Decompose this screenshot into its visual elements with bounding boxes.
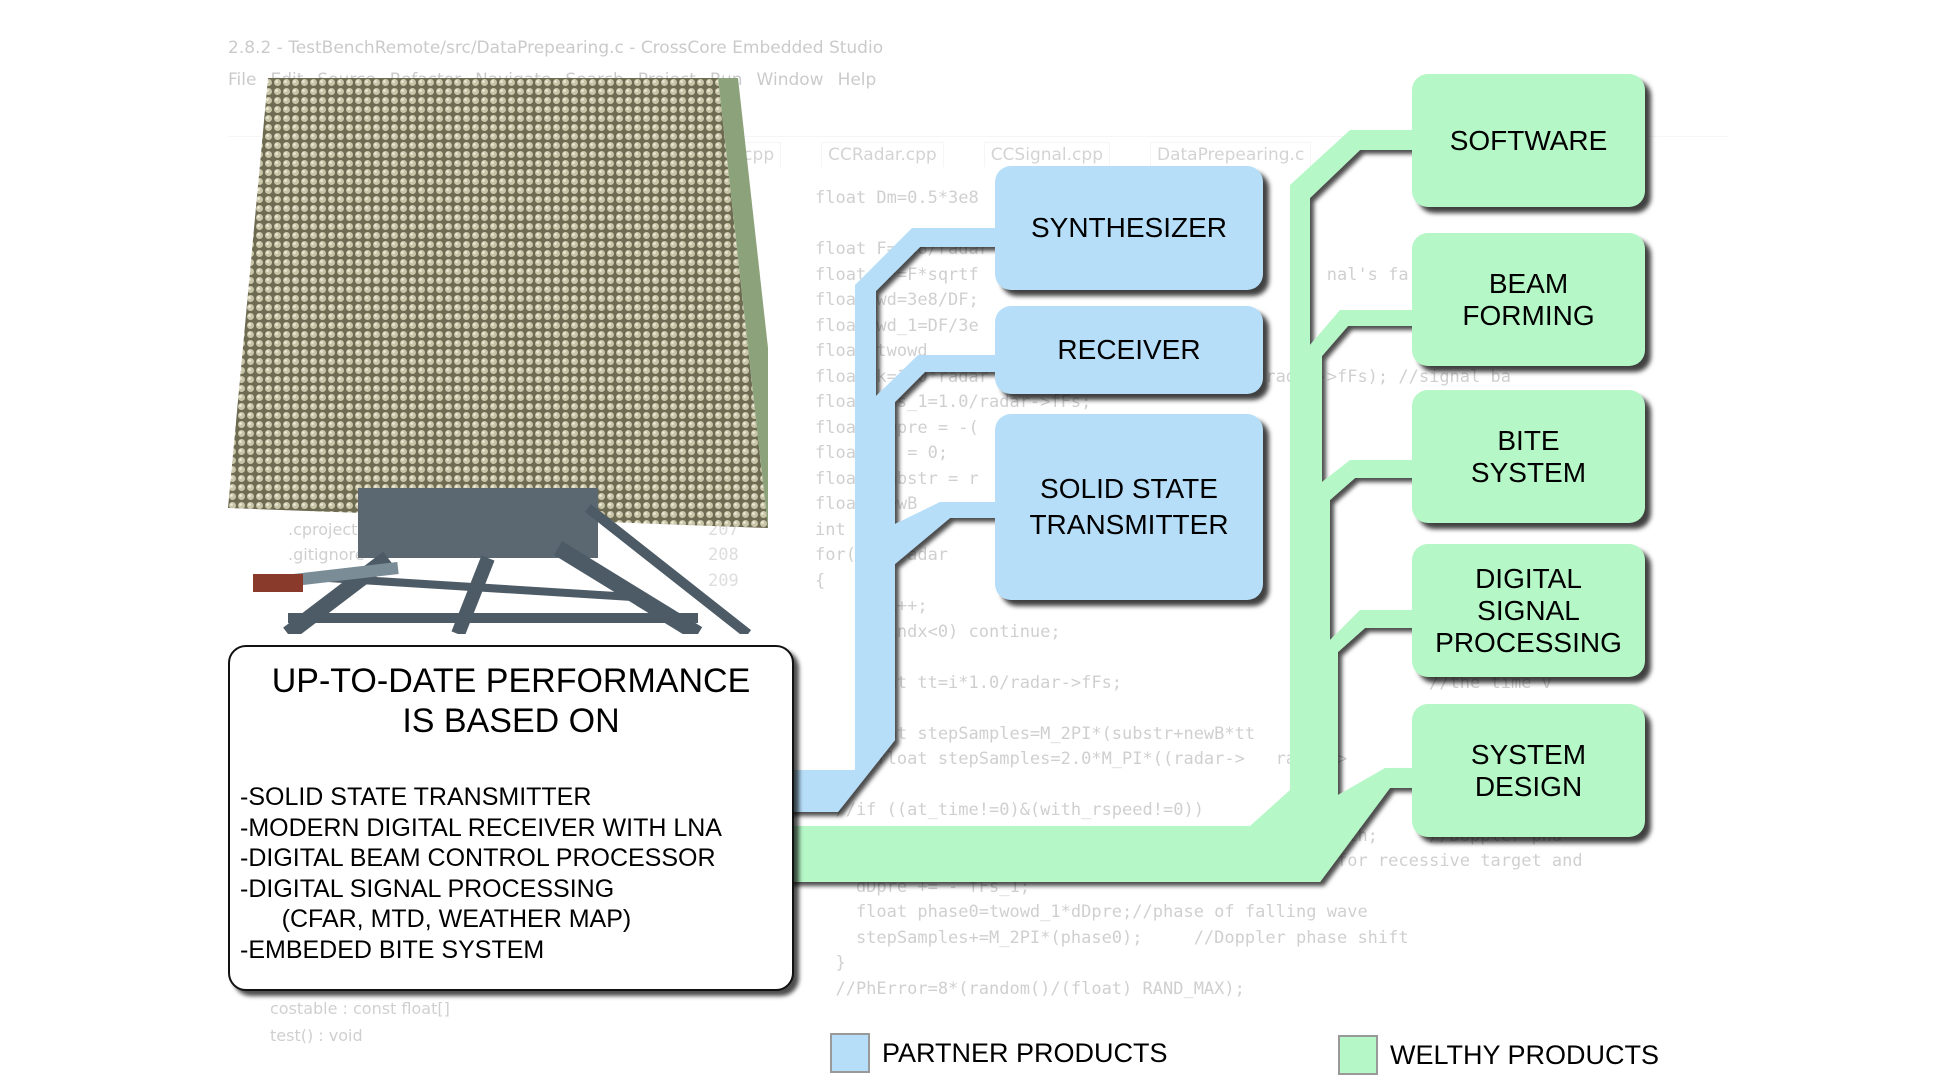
ide-menu-item: Help — [837, 70, 877, 90]
welthy-box-label: SYSTEM DESIGN — [1470, 738, 1587, 802]
welthy-box-system-design[interactable]: SYSTEM DESIGN — [1412, 704, 1645, 837]
ide-outline: costable : const float[] test() : void — [270, 995, 450, 1049]
ide-editor-tab: CCSignal.cpp — [983, 142, 1110, 167]
radar-antenna-photo — [228, 78, 768, 634]
ide-toolbar — [228, 100, 1728, 137]
ide-menu-item: File — [228, 70, 257, 90]
ide-code-line: float twowd — [815, 339, 1583, 365]
ide-line-number: 208 — [708, 545, 739, 565]
ide-code-line: stepSamples+=M_2PI*(phase0); //Doppler p… — [815, 927, 1409, 948]
partner-box-label: SYNTHESIZER — [1030, 212, 1228, 243]
partner-box-synthesizer[interactable]: SYNTHESIZER — [995, 166, 1263, 290]
welthy-box-digital-signal-processing[interactable]: DIGITAL SIGNAL PROCESSING — [1412, 544, 1645, 677]
welthy-box-label: SOFTWARE — [1449, 124, 1608, 156]
partner-box-label: SOLID STATE TRANSMITTER — [1029, 473, 1229, 540]
ide-line-number: 209 — [708, 570, 739, 591]
legend-label-partner: PARTNER PRODUCTS — [882, 1037, 1168, 1068]
ide-code-line: //PhError=8*(random()/(float) RAND_MAX); — [815, 978, 1245, 999]
outline-item: costable : const float[] — [270, 999, 450, 1018]
performance-feature-list: -SOLID STATE TRANSMITTER -MODERN DIGITAL… — [240, 783, 722, 964]
legend-welthy: WELTHY PRODUCTS — [1338, 1035, 1659, 1075]
welthy-box-beam-forming[interactable]: BEAM FORMING — [1412, 233, 1645, 366]
partner-box-solid-state-transmitter[interactable]: SOLID STATE TRANSMITTER — [995, 414, 1263, 600]
ide-code-line: float wd_1=DF/3e — [815, 315, 979, 336]
partner-arrow — [750, 228, 1000, 812]
welthy-arrow — [748, 130, 1415, 882]
welthy-arrow-path — [748, 130, 1415, 882]
ide-code-line: //if ((at_time!=0)&(with_rspeed!=0)) — [815, 800, 1204, 820]
performance-summary-box: UP-TO-DATE PERFORMANCE IS BASED ON -SOLI… — [228, 645, 794, 991]
partner-box-label: RECEIVER — [1057, 334, 1201, 365]
legend-label-welthy: WELTHY PRODUCTS — [1390, 1039, 1660, 1070]
ide-code-line: { — [815, 570, 826, 591]
legend-swatch-partner — [830, 1033, 870, 1073]
welthy-box-label: BITE SYSTEM — [1470, 424, 1587, 488]
outline-item: test() : void — [270, 1026, 363, 1045]
antenna-array-panel — [228, 78, 768, 528]
project-file-cproject: .cproject — [288, 520, 358, 539]
project-file-gitignore: .gitignore — [288, 545, 365, 564]
ide-code-line: float fFs_1=1.0/radar->fFs; — [815, 392, 1092, 412]
ide-editor-tab: CCRadar.cpp — [821, 142, 944, 167]
ide-code-line: } — [815, 953, 846, 973]
ide-code-line: float wd=3e8/DF; — [815, 290, 979, 310]
partner-box-receiver[interactable]: RECEIVER — [995, 306, 1263, 394]
antenna-mount-structure — [253, 488, 752, 634]
ide-code-line: float phase0=twowd_1*dDpre;//phase of fa… — [815, 902, 1368, 922]
welthy-box-label: BEAM FORMING — [1462, 267, 1595, 331]
welthy-box-label: DIGITAL SIGNAL PROCESSING — [1435, 562, 1622, 658]
legend-partner: PARTNER PRODUCTS — [830, 1033, 1168, 1073]
ide-menu-item: Window — [756, 70, 824, 90]
ide-editor-tab: DataPrepearing.c — [1149, 142, 1312, 167]
ide-window-title: 2.8.2 - TestBenchRemote/src/DataPrepeari… — [228, 38, 884, 58]
welthy-box-bite-system[interactable]: BITE SYSTEM — [1412, 390, 1645, 523]
legend-swatch-welthy — [1338, 1035, 1378, 1075]
welthy-box-software[interactable]: SOFTWARE — [1412, 74, 1645, 207]
partner-arrow-path — [750, 228, 1000, 812]
performance-title: UP-TO-DATE PERFORMANCE IS BASED ON — [271, 662, 751, 740]
